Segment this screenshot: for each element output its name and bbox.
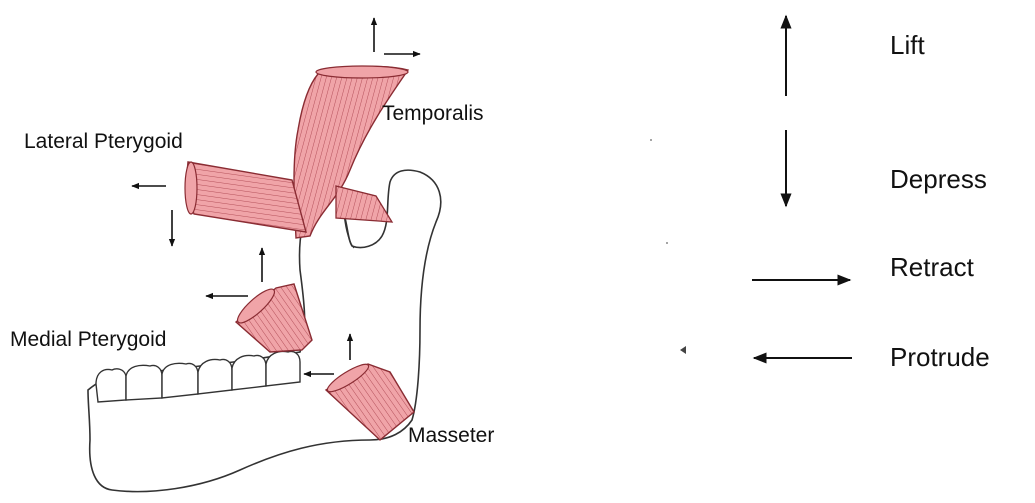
legend-lift: Lift (786, 16, 925, 96)
legend-retract-label: Retract (890, 252, 975, 282)
legend-protrude: Protrude (754, 342, 990, 372)
medial-pterygoid-label: Medial Pterygoid (10, 328, 166, 351)
image-specks (650, 139, 686, 354)
lateral-pterygoid-label: Lateral Pterygoid (24, 130, 183, 153)
temporalis-origin (316, 66, 408, 78)
temporalis-insertion (336, 186, 392, 222)
lateral-pterygoid-muscle (187, 162, 306, 232)
legend-lift-label: Lift (890, 30, 925, 60)
legend-protrude-label: Protrude (890, 342, 990, 372)
legend-depress: Depress (786, 130, 987, 206)
temporalis-label: Temporalis (382, 102, 484, 125)
masseter-label: Masseter (408, 424, 494, 447)
legend: Lift Depress Retract Protrude (752, 16, 990, 372)
legend-retract: Retract (752, 252, 975, 282)
legend-depress-label: Depress (890, 164, 987, 194)
lateral-pterygoid-origin (185, 162, 197, 214)
